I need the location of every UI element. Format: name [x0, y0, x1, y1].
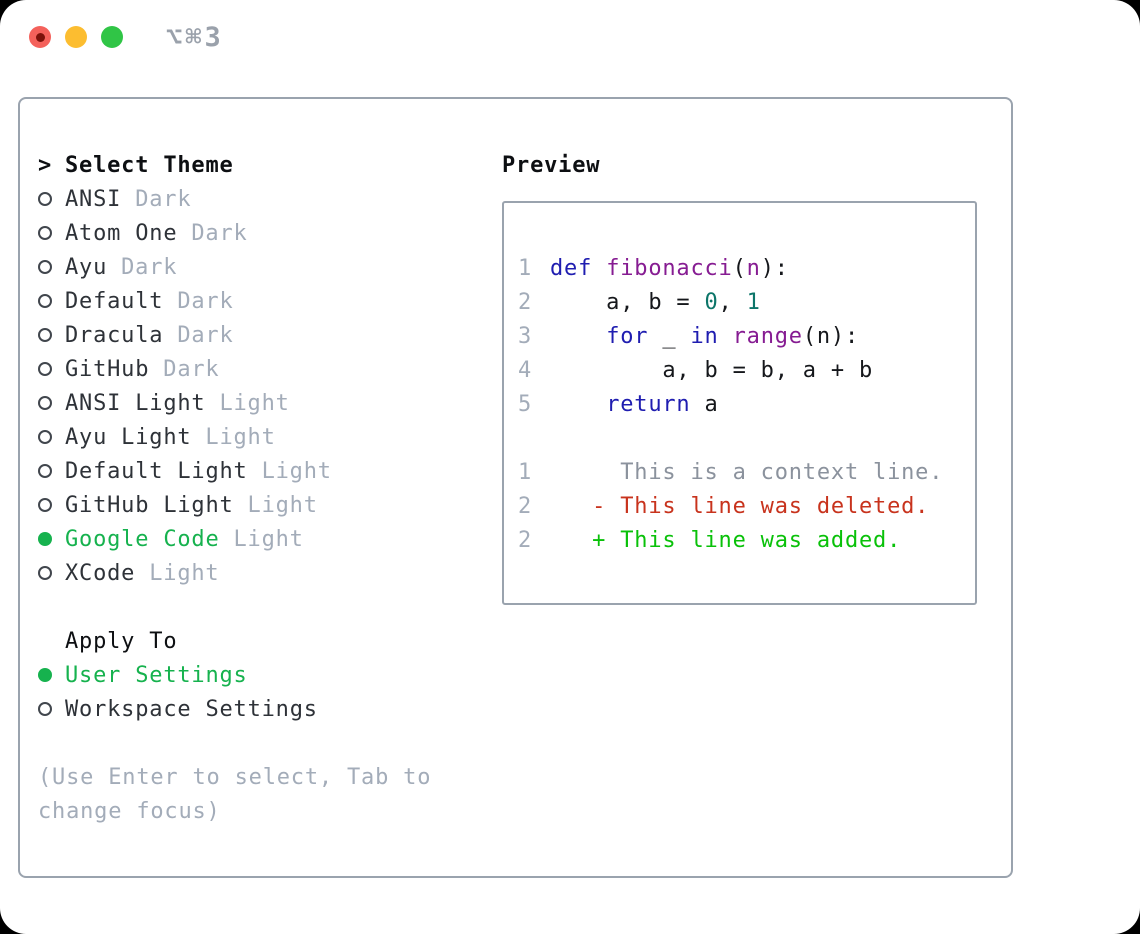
theme-option-google-code[interactable]: Google Code Light	[38, 522, 431, 556]
spacer	[38, 590, 431, 624]
theme-option-github-light[interactable]: GitHub Light Light	[38, 488, 431, 522]
theme-name: GitHub Light	[65, 492, 234, 518]
theme-option-ayu[interactable]: Ayu Dark	[38, 250, 431, 284]
radio-icon	[38, 702, 52, 716]
radio-icon	[38, 498, 52, 512]
theme-option-default-light[interactable]: Default Light Light	[38, 454, 431, 488]
theme-variant-tag: Dark	[121, 254, 178, 280]
radio-icon	[38, 396, 52, 410]
select-theme-header: > Select Theme	[38, 148, 431, 182]
apply-option-label: Workspace Settings	[65, 696, 318, 722]
radio-icon	[38, 226, 52, 240]
cursor-icon: >	[38, 152, 53, 178]
radio-icon	[38, 464, 52, 478]
select-theme-title: Select Theme	[65, 152, 234, 178]
radio-icon	[38, 566, 52, 580]
line-number: 2	[518, 289, 533, 315]
theme-option-xcode[interactable]: XCode Light	[38, 556, 431, 590]
theme-variant-tag: Light	[205, 424, 276, 450]
radio-icon	[38, 294, 52, 308]
code-line: 1 This is a context line.	[518, 459, 944, 485]
code-line: 2 - This line was deleted.	[518, 493, 930, 519]
theme-option-atom-one[interactable]: Atom One Dark	[38, 216, 431, 250]
radio-selected-icon	[38, 668, 52, 682]
theme-option-ayu-light[interactable]: Ayu Light Light	[38, 420, 431, 454]
line-number: 4	[518, 357, 533, 383]
theme-option-github[interactable]: GitHub Dark	[38, 352, 431, 386]
theme-name: GitHub	[65, 356, 150, 382]
radio-icon	[38, 328, 52, 342]
close-button-dot-icon	[35, 32, 45, 42]
theme-name: XCode	[65, 560, 136, 586]
theme-name: Ayu	[65, 254, 108, 280]
hint-text-line-1: (Use Enter to select, Tab to	[38, 764, 432, 790]
line-number: 3	[518, 323, 533, 349]
radio-selected-icon	[38, 532, 52, 546]
radio-icon	[38, 430, 52, 444]
theme-variant-tag: Light	[247, 492, 318, 518]
code-line: 4 a, b = b, a + b	[518, 357, 874, 383]
zoom-button[interactable]	[101, 26, 123, 48]
code-blank-line	[518, 421, 975, 455]
minimize-button[interactable]	[65, 26, 87, 48]
theme-variant-tag: Dark	[163, 356, 220, 382]
hint-text-line-2: change focus)	[38, 798, 221, 824]
theme-variant-tag: Dark	[177, 322, 234, 348]
close-button[interactable]	[29, 26, 51, 48]
preview-title: Preview	[502, 152, 601, 178]
theme-name: Atom One	[65, 220, 178, 246]
radio-icon	[38, 362, 52, 376]
theme-option-default[interactable]: Default Dark	[38, 284, 431, 318]
theme-variant-tag: Light	[149, 560, 220, 586]
theme-variant-tag: Dark	[191, 220, 248, 246]
theme-name: Ayu Light	[65, 424, 192, 450]
theme-name: Google Code	[65, 526, 220, 552]
window-title: ⌥⌘3	[166, 22, 224, 53]
code-line: 2 a, b = 0, 1	[518, 289, 761, 315]
titlebar: ⌥⌘3	[0, 0, 1140, 74]
line-number: 1	[518, 255, 533, 281]
theme-variant-tag: Light	[261, 458, 332, 484]
theme-variant-tag: Light	[233, 526, 304, 552]
line-number: 2	[518, 527, 533, 553]
theme-variant-tag: Dark	[135, 186, 192, 212]
apply-option-workspace-settings[interactable]: Workspace Settings	[38, 692, 431, 726]
theme-name: ANSI Light	[65, 390, 206, 416]
apply-to-header: Apply To	[38, 624, 431, 658]
line-number: 5	[518, 391, 533, 417]
code-line: 2 + This line was added.	[518, 527, 902, 553]
code-line: 3 for _ in range(n):	[518, 323, 860, 349]
theme-name: Default Light	[65, 458, 248, 484]
apply-option-user-settings[interactable]: User Settings	[38, 658, 431, 692]
apply-to-title: Apply To	[65, 628, 178, 654]
theme-name: ANSI	[65, 186, 122, 212]
radio-icon	[38, 260, 52, 274]
theme-variant-tag: Light	[219, 390, 290, 416]
line-number: 2	[518, 493, 533, 519]
theme-variant-tag: Dark	[177, 288, 234, 314]
line-number: 1	[518, 459, 533, 485]
radio-icon	[38, 192, 52, 206]
code-line: 5 return a	[518, 391, 719, 417]
theme-name: Default	[65, 288, 164, 314]
theme-option-ansi[interactable]: ANSI Dark	[38, 182, 431, 216]
apply-option-label: User Settings	[65, 662, 248, 688]
theme-option-dracula[interactable]: Dracula Dark	[38, 318, 431, 352]
spacer	[38, 726, 431, 760]
theme-name: Dracula	[65, 322, 164, 348]
theme-option-ansi-light[interactable]: ANSI Light Light	[38, 386, 431, 420]
